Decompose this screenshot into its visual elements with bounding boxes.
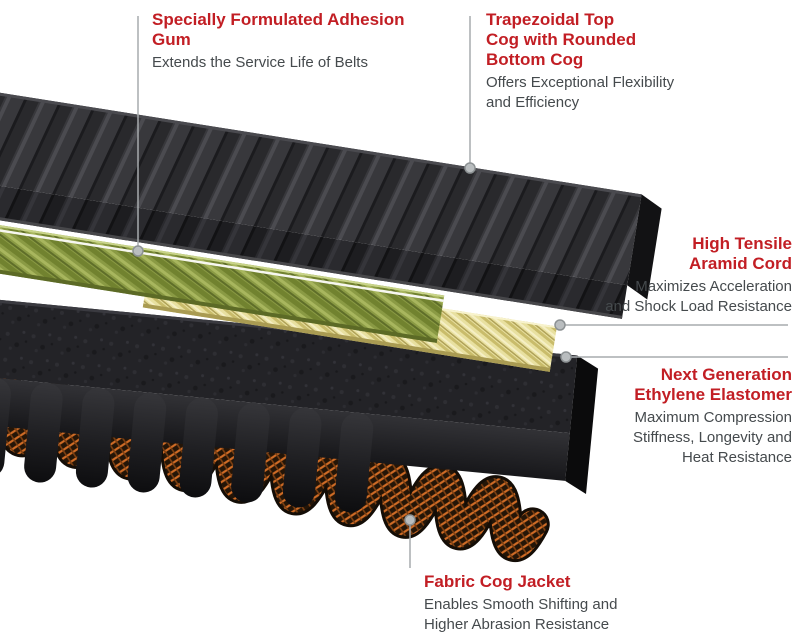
layer-adhesion-gum bbox=[0, 222, 445, 343]
callout-aramid-cord-body: Maximizes Acceleration and Shock Load Re… bbox=[605, 278, 792, 316]
callout-adhesion-gum-body: Extends the Service Life of Belts bbox=[152, 54, 368, 72]
layer-elastomer bbox=[0, 298, 599, 513]
callout-fabric-jacket-title: Fabric Cog Jacket bbox=[424, 572, 571, 591]
callout-dots bbox=[132, 162, 572, 526]
callout-aramid-cord-title: High Tensile Aramid Cord bbox=[689, 234, 792, 274]
callout-fabric-jacket-body: Enables Smooth Shifting and Higher Abras… bbox=[424, 596, 618, 633]
callout-elastomer-body: Maximum Compression Stiffness, Longevity… bbox=[633, 409, 792, 466]
callout-top-cog-body: Offers Exceptional Flexibility and Effic… bbox=[486, 74, 675, 112]
callout-adhesion-gum-title: Specially Formulated Adhesion Gum bbox=[152, 10, 405, 50]
leader-dot-aramid-cord bbox=[554, 319, 566, 331]
callout-elastomer: Next Generation Ethylene Elastomer Maxim… bbox=[562, 365, 792, 468]
callout-elastomer-title: Next Generation Ethylene Elastomer bbox=[634, 365, 792, 405]
leader-dot-elastomer bbox=[560, 351, 572, 363]
leader-dot-top-cog bbox=[464, 162, 476, 174]
callout-top-cog-title: Trapezoidal Top Cog with Rounded Bottom … bbox=[486, 10, 637, 70]
leader-dot-adhesion-gum bbox=[132, 245, 144, 257]
leader-dot-fabric-jacket bbox=[404, 514, 416, 526]
callout-aramid-cord: High Tensile Aramid Cord Maximizes Accel… bbox=[562, 234, 792, 317]
callout-adhesion-gum: Specially Formulated Adhesion Gum Extend… bbox=[152, 10, 432, 73]
elastomer-cog-teeth bbox=[0, 377, 374, 513]
callout-leaders bbox=[137, 16, 788, 568]
callout-top-cog: Trapezoidal Top Cog with Rounded Bottom … bbox=[486, 10, 716, 113]
callout-fabric-jacket: Fabric Cog Jacket Enables Smooth Shiftin… bbox=[424, 572, 684, 635]
